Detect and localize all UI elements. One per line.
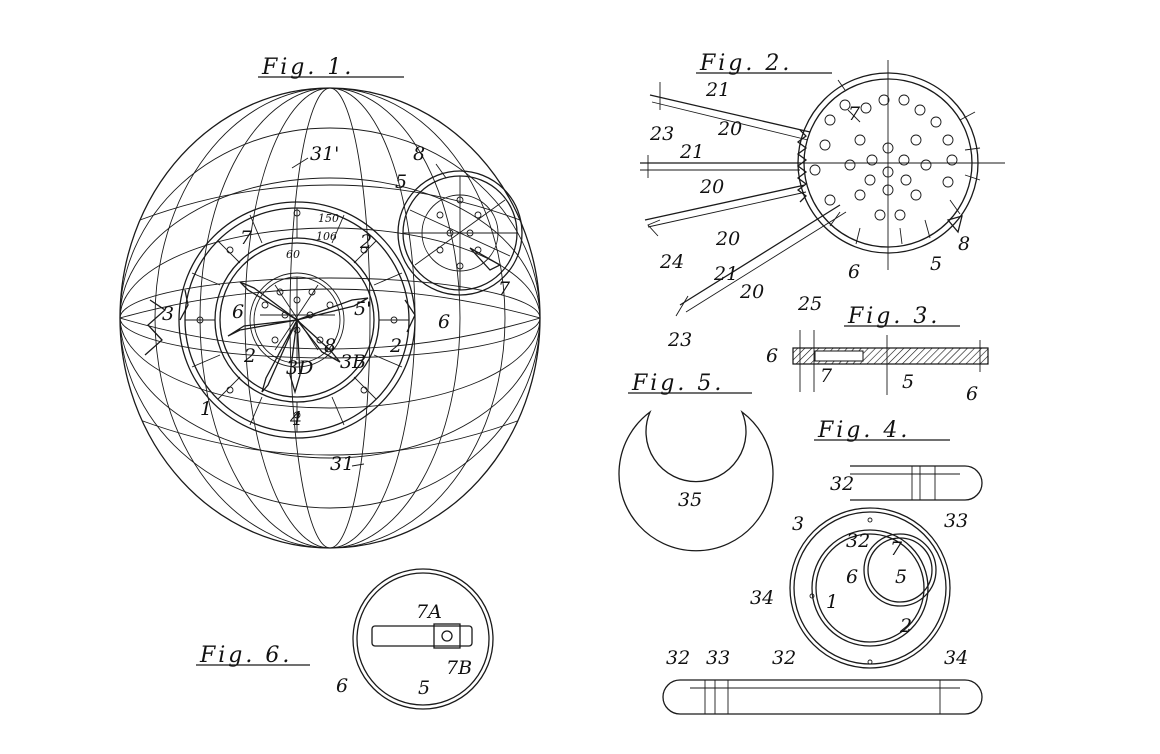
fig2-labels: 21 20 23 21 20 20 24 21 20 23 7 8 5 6 — [649, 79, 970, 351]
fig2-rays — [640, 82, 847, 317]
fig4-label-1: 1 — [826, 591, 838, 613]
fig3-label-5: 5 — [902, 371, 914, 393]
figure-6: Fig. 6. 7A 7B 6 5 — [196, 568, 494, 710]
fig1-labels: 31' 8 5 150 7 60 106 2 3 6 5' 8 2 3D 3B … — [162, 143, 511, 475]
fig6-label-7a: 7A — [416, 601, 442, 623]
fig1-small-dial — [397, 170, 523, 296]
fig2-title-text: Fig. 2. — [699, 51, 792, 76]
fig4-title: Fig. 4. — [814, 418, 950, 443]
fig2-label-21c: 21 — [713, 263, 738, 285]
fig6-label-6: 6 — [336, 675, 348, 697]
fig4-label-33a: 33 — [944, 510, 968, 532]
fig1-label-31p: 31' — [310, 143, 339, 165]
fig1-label-31: 31 — [330, 453, 354, 475]
fig4-label-34b: 34 — [944, 647, 968, 669]
figure-1: Fig. 1. — [119, 55, 541, 549]
fig2-label-21b: 21 — [679, 141, 704, 163]
fig4-disc — [789, 507, 951, 669]
figure-5: Fig. 5. 35 — [618, 371, 774, 552]
fig1-label-7b: 7 — [498, 278, 511, 300]
fig2-label-7: 7 — [848, 103, 861, 125]
fig3-label-25: 25 — [797, 293, 822, 315]
fig4-label-5: 5 — [895, 566, 907, 588]
fig4-title-text: Fig. 4. — [817, 418, 910, 443]
fig4-label-7: 7 — [890, 538, 903, 560]
fig1-main-dial — [178, 201, 416, 439]
fig1-label-1: 1 — [200, 398, 212, 420]
fig5-title-text: Fig. 5. — [631, 371, 724, 396]
figure-2: Fig. 2. — [640, 51, 1005, 351]
fig4-label-32c: 32 — [666, 647, 690, 669]
fig1-label-4: 4 — [289, 408, 302, 430]
fig1-label-106: 106 — [316, 230, 337, 243]
fig4-label-33b: 33 — [706, 647, 730, 669]
fig3-label-6a: 6 — [766, 345, 778, 367]
fig2-label-20b: 20 — [699, 176, 724, 198]
fig3-labels: 25 6 7 5 6 — [766, 293, 978, 405]
fig6-labels: 7A 7B 6 5 — [336, 601, 472, 699]
fig4-label-32a: 32 — [830, 473, 854, 495]
fig1-label-3: 3 — [162, 303, 174, 325]
fig1-label-60: 60 — [286, 248, 300, 261]
fig6-title: Fig. 6. — [196, 643, 310, 668]
fig2-label-20a: 20 — [717, 118, 742, 140]
fig3-title: Fig. 3. — [844, 304, 960, 329]
fig4-labels: 32 33 3 32 7 6 5 34 1 2 32 33 32 34 — [666, 473, 968, 669]
fig3-title-text: Fig. 3. — [847, 304, 940, 329]
fig1-label-8b: 8 — [324, 335, 336, 357]
fig2-label-20c: 20 — [715, 228, 740, 250]
fig1-label-5p: 5' — [354, 298, 371, 320]
fig1-label-2a: 2 — [359, 231, 372, 253]
fig4-label-32b: 32 — [846, 530, 870, 552]
fig2-title: Fig. 2. — [696, 51, 832, 76]
fig1-title: Fig. 1. — [258, 55, 404, 80]
fig3-section — [792, 330, 989, 395]
fig5-crescent — [618, 410, 774, 552]
fig2-label-6: 6 — [848, 261, 860, 283]
fig4-bottom-bar — [662, 679, 983, 715]
fig3-label-7: 7 — [820, 365, 833, 387]
fig4-label-2: 2 — [899, 615, 912, 637]
fig6-disc — [352, 568, 494, 710]
fig6-label-7b: 7B — [446, 657, 472, 679]
fig6-title-text: Fig. 6. — [199, 643, 292, 668]
figure-3: Fig. 3. 25 6 7 5 6 — [766, 293, 989, 405]
figure-4: Fig. 4. — [662, 418, 983, 715]
fig1-label-2c: 2 — [389, 335, 402, 357]
fig1-label-5a: 5 — [395, 171, 407, 193]
fig4-top-bar — [850, 465, 983, 501]
fig1-label-3b: 3B — [340, 351, 366, 373]
fig2-label-8: 8 — [958, 233, 970, 255]
fig2-label-24: 24 — [659, 251, 684, 273]
fig6-label-5: 5 — [418, 677, 430, 699]
fig1-label-6b: 6 — [438, 311, 450, 333]
fig2-label-21a: 21 — [705, 79, 730, 101]
fig4-label-6: 6 — [846, 566, 858, 588]
fig4-label-32d: 32 — [772, 647, 796, 669]
fig1-label-8a: 8 — [413, 143, 425, 165]
fig3-label-6b: 6 — [966, 383, 978, 405]
fig2-label-20d: 20 — [739, 281, 764, 303]
fig1-label-6: 6 — [232, 301, 244, 323]
fig1-title-text: Fig. 1. — [261, 55, 354, 80]
fig2-label-5: 5 — [930, 253, 942, 275]
fig1-label-150: 150 — [318, 212, 339, 225]
fig5-label-35: 35 — [678, 489, 702, 511]
fig1-label-3d: 3D — [286, 357, 313, 379]
fig2-label-23b: 23 — [667, 329, 692, 351]
fig2-dial — [790, 60, 1005, 270]
fig1-label-2b: 2 — [243, 345, 256, 367]
fig2-label-23a: 23 — [649, 123, 674, 145]
fig4-label-34a: 34 — [750, 587, 774, 609]
fig1-sphere-grid — [119, 87, 541, 549]
fig1-label-7: 7 — [240, 227, 253, 249]
fig5-title: Fig. 5. — [628, 371, 752, 396]
fig4-label-3: 3 — [792, 513, 804, 535]
